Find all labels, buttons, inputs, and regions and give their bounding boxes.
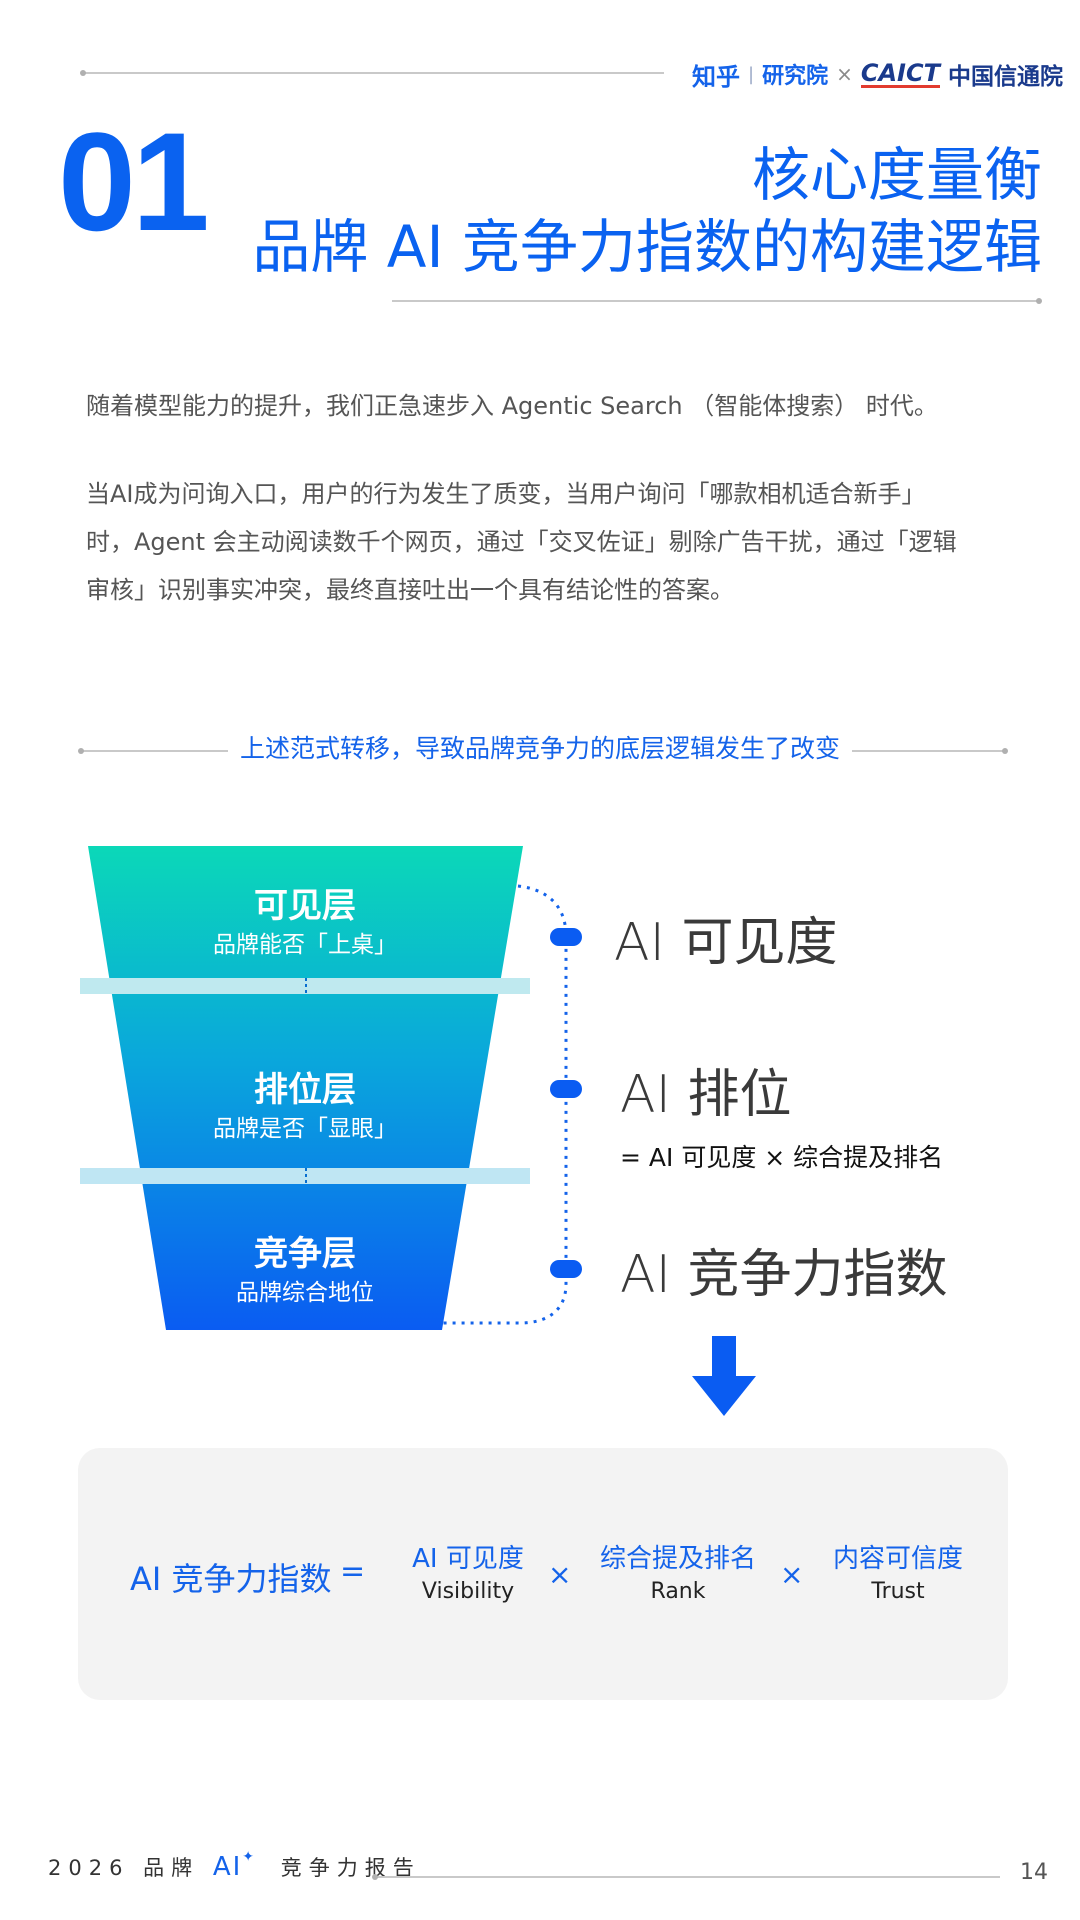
caption-rule-left: [80, 750, 228, 752]
shift-caption: 上述范式转移，导致品牌竞争力的底层逻辑发生了改变: [239, 734, 840, 763]
metric-ai-competitiveness-index: AI 竞争力指数: [620, 1245, 948, 1305]
layer-desc: 品牌是否「显眼」: [213, 1116, 397, 1142]
caict-logo: CAICT: [860, 58, 940, 88]
zhihu-logo: 知乎: [692, 62, 740, 91]
formula-times-2: ×: [780, 1558, 804, 1591]
page-number: 14: [1020, 1860, 1048, 1885]
term-cn: AI 可见度: [412, 1544, 524, 1574]
intro-paragraph-1: 随着模型能力的提升，我们正急速步入 Agentic Search （智能体搜索）…: [86, 392, 938, 420]
connector-line: [440, 884, 568, 1325]
layer-desc: 品牌综合地位: [236, 1280, 374, 1306]
chapter-number: 01: [58, 103, 210, 260]
metric-ai-visibility: AI 可见度: [614, 913, 838, 973]
footer-label-prefix: 2026 品牌: [48, 1856, 200, 1880]
footer-report-label: 2026 品牌 AI✦ 竞争力报告: [48, 1849, 421, 1882]
footer-ai-mark: AI: [212, 1852, 243, 1882]
term-en: Rank: [650, 1579, 706, 1604]
logo-separator: |: [748, 63, 755, 85]
layer-name: 排位层: [254, 1070, 356, 1110]
formula-equals: =: [340, 1554, 366, 1589]
formula-card: AI 竞争力指数 = AI 可见度 Visibility × 综合提及排名 Ra…: [78, 1448, 1008, 1700]
formula-lhs: AI 竞争力指数: [130, 1560, 332, 1598]
formula-term-visibility: AI 可见度 Visibility: [378, 1538, 558, 1604]
logo-times-sign: ×: [836, 62, 853, 86]
caption-rule-right: [852, 750, 1004, 752]
intro-paragraph-2-line-1: 当AI成为问询入口，用户的行为发生了质变，当用户询问「哪款相机适合新手」: [86, 480, 926, 508]
sparkle-icon: ✦: [242, 1849, 262, 1865]
footer-rule-dot: [372, 1874, 378, 1880]
term-en: Visibility: [421, 1579, 515, 1604]
footer-rule: [374, 1876, 1000, 1878]
formula-times-1: ×: [548, 1558, 572, 1591]
caict-logo-chinese: 中国信通院: [947, 64, 1063, 90]
term-cn: 综合提及排名: [599, 1544, 756, 1574]
term-cn: 内容可信度: [832, 1544, 963, 1574]
header-rule-dot: [80, 70, 86, 76]
title-underline: [392, 300, 1038, 302]
chapter-title-line2: 品牌 AI 竞争力指数的构建逻辑: [252, 213, 1042, 281]
funnel-shape: [88, 846, 523, 1330]
layer-desc: 品牌能否「上桌」: [213, 932, 397, 958]
connector-node-index: [550, 1260, 582, 1278]
header-rule: [82, 72, 664, 74]
term-en: Trust: [871, 1579, 925, 1604]
formula-term-rank: 综合提及排名 Rank: [578, 1538, 778, 1604]
funnel-layer-competition: 竞争层 品牌综合地位: [140, 1216, 470, 1326]
metric-ai-rank: AI 排位: [620, 1065, 792, 1125]
caption-rule-right-dot: [1002, 748, 1008, 754]
funnel-diagram: [80, 846, 582, 1330]
caption-rule-left-dot: [78, 748, 84, 754]
layer-name: 可见层: [254, 886, 356, 926]
intro-paragraph-2-line-2: 时，Agent 会主动阅读数千个网页，通过「交叉佐证」剔除广告干扰，通过「逻辑: [86, 528, 957, 556]
rank-formula: = AI 可见度 × 综合提及排名: [620, 1143, 944, 1172]
funnel-layer-visible: 可见层 品牌能否「上桌」: [140, 868, 470, 978]
funnel-layer-rank: 排位层 品牌是否「显眼」: [140, 1052, 470, 1162]
partner-logos: 知乎 | 研究院 × CAICT 中国信通院: [692, 56, 1063, 92]
down-arrow-icon: [692, 1336, 756, 1416]
chapter-title-line1: 核心度量衡: [751, 141, 1042, 209]
layer-name: 竞争层: [254, 1234, 356, 1274]
connector-node-rank: [550, 1080, 582, 1098]
connector-node-visibility: [550, 928, 582, 946]
institute-logo-text: 研究院: [762, 64, 829, 89]
intro-paragraph-2-line-3: 审核」识别事实冲突，最终直接吐出一个具有结论性的答案。: [86, 576, 734, 604]
title-underline-dot: [1036, 298, 1042, 304]
formula-term-trust: 内容可信度 Trust: [818, 1538, 978, 1604]
